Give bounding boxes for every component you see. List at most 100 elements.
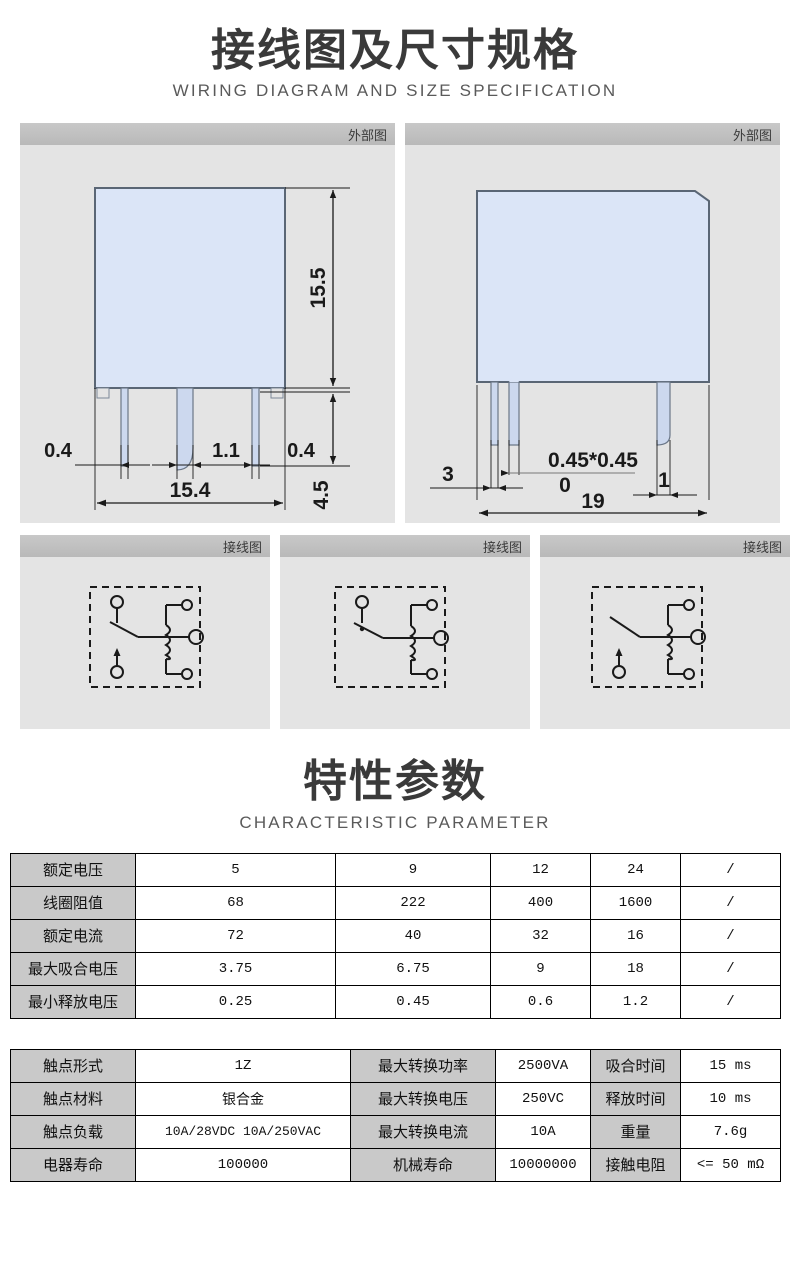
coil-cell: 3.75 [135, 951, 336, 986]
panel-wiring-2-bar: 接线图 [280, 535, 530, 558]
coil-cell: 5 [135, 852, 336, 887]
outer-diagram-row: 外部图 15.5 [0, 123, 790, 524]
coil-cell: 400 [490, 885, 591, 920]
contact-cell-2: 10000000 [495, 1147, 591, 1182]
contact-row-label-2: 最大转换电流 [350, 1114, 496, 1149]
wiring-1-schematic [89, 586, 204, 689]
coil-cell: / [680, 951, 781, 986]
contact-row-label-1: 触点材料 [10, 1081, 136, 1116]
coil-cell: 1600 [590, 885, 681, 920]
panel-wiring-2: 接线图 [280, 535, 530, 730]
coil-cell: 0.25 [135, 984, 336, 1019]
panel-wiring-1-bar-label: 接线图 [222, 539, 262, 555]
coil-cell: 1.2 [590, 984, 681, 1019]
contact-row-label-3: 释放时间 [590, 1081, 681, 1116]
dim-gap-1: 1 [658, 469, 670, 492]
contact-row-label-1: 电器寿命 [10, 1147, 136, 1182]
contact-row-label-3: 重量 [590, 1114, 681, 1149]
contact-cell-2: 250VC [495, 1081, 591, 1116]
panel-outer-left-bar: 外部图 [20, 123, 395, 146]
contact-row-label-3: 接触电阻 [590, 1147, 681, 1182]
wiring-title-cn: 接线图及尺寸规格 [211, 26, 579, 75]
panel-wiring-3-bar: 接线图 [540, 535, 790, 558]
dim-edge-3: 3 [442, 463, 454, 486]
contact-row-label-2: 最大转换电压 [350, 1081, 496, 1116]
dim-height-155: 15.5 [307, 268, 330, 309]
panel-wiring-2-bar-label: 接线图 [482, 539, 522, 555]
coil-cell: 40 [335, 918, 491, 953]
outer-right-drawing: 0.45*0.45 0 3 1 19 [430, 190, 710, 517]
coil-cell: 6.75 [335, 951, 491, 986]
panel-outer-right-bar: 外部图 [405, 123, 780, 146]
contact-cell-1: 10A/28VDC 10A/250VAC [135, 1114, 351, 1149]
coil-cell: 16 [590, 918, 681, 953]
dim-pin-length-45: 4.5 [310, 480, 333, 510]
panel-outer-left-body: 15.5 4.5 0 [20, 145, 395, 523]
panel-wiring-3-body [540, 557, 790, 729]
coil-cell: 72 [135, 918, 336, 953]
wiring-title-en: WIRING DIAGRAM AND SIZE SPECIFICATION [172, 81, 618, 101]
coil-cell: / [680, 984, 781, 1019]
panel-outer-right: 外部图 [405, 123, 780, 524]
coil-cell: / [680, 918, 781, 953]
characteristic-title-cn: 特性参数 [303, 757, 487, 807]
coil-cell: 9 [335, 852, 491, 887]
coil-row-label: 线圈阻值 [10, 885, 136, 920]
panel-wiring-3: 接线图 [540, 535, 790, 730]
coil-cell: / [680, 852, 781, 887]
panel-wiring-2-body [280, 557, 530, 729]
wiring-diagram-row: 接线图 [0, 535, 790, 730]
characteristic-title-en: CHARACTERISTIC PARAMETER [239, 812, 551, 832]
contact-row-label-1: 触点形式 [10, 1048, 136, 1083]
wiring-3-schematic [591, 586, 706, 689]
panel-outer-left: 外部图 15.5 [20, 123, 395, 524]
coil-cell: 68 [135, 885, 336, 920]
contact-cell-2: 2500VA [495, 1048, 591, 1083]
panel-wiring-1-bar: 接线图 [20, 535, 270, 558]
contact-cell-3: 15 ms [680, 1048, 781, 1083]
coil-cell: / [680, 885, 781, 920]
characteristic-section-heading: 特性参数 CHARACTERISTIC PARAMETER [0, 729, 790, 832]
contact-cell-2: 10A [495, 1114, 591, 1149]
coil-cell: 12 [490, 852, 591, 887]
coil-cell: 0.45 [335, 984, 491, 1019]
contact-row-label-2: 最大转换功率 [350, 1048, 496, 1083]
dim-pin-width-left-04: 0.4 [44, 440, 73, 462]
panel-outer-left-bar-label: 外部图 [347, 127, 387, 143]
coil-cell: 18 [590, 951, 681, 986]
wiring-section-heading: 接线图及尺寸规格 WIRING DIAGRAM AND SIZE SPECIFI… [0, 0, 790, 101]
dim-pin-width-right-04: 0.4 [287, 440, 316, 462]
coil-cell: 9 [490, 951, 591, 986]
contact-cell-3: 10 ms [680, 1081, 781, 1116]
panel-wiring-1-body [20, 557, 270, 729]
contact-row-label-3: 吸合时间 [590, 1048, 681, 1083]
coil-row-label: 最大吸合电压 [10, 951, 136, 986]
contact-cell-3: 7.6g [680, 1114, 781, 1149]
coil-row-label: 最小释放电压 [10, 984, 136, 1019]
coil-cell: 0.6 [490, 984, 591, 1019]
contact-row-label-2: 机械寿命 [350, 1147, 496, 1182]
coil-cell: 32 [490, 918, 591, 953]
coil-cell: 222 [335, 885, 491, 920]
dim-pin-section: 0.45*0.45 [548, 449, 638, 472]
coil-row-label: 额定电压 [10, 852, 136, 887]
contact-cell-1: 1Z [135, 1048, 351, 1083]
dim-total-width-19: 19 [581, 490, 604, 513]
contact-cell-3: <= 50 mΩ [680, 1147, 781, 1182]
contact-cell-1: 100000 [135, 1147, 351, 1182]
coil-cell: 24 [590, 852, 681, 887]
contact-cell-1: 银合金 [135, 1081, 351, 1116]
contact-row-label-1: 触点负载 [10, 1114, 136, 1149]
coil-row-label: 额定电流 [10, 918, 136, 953]
